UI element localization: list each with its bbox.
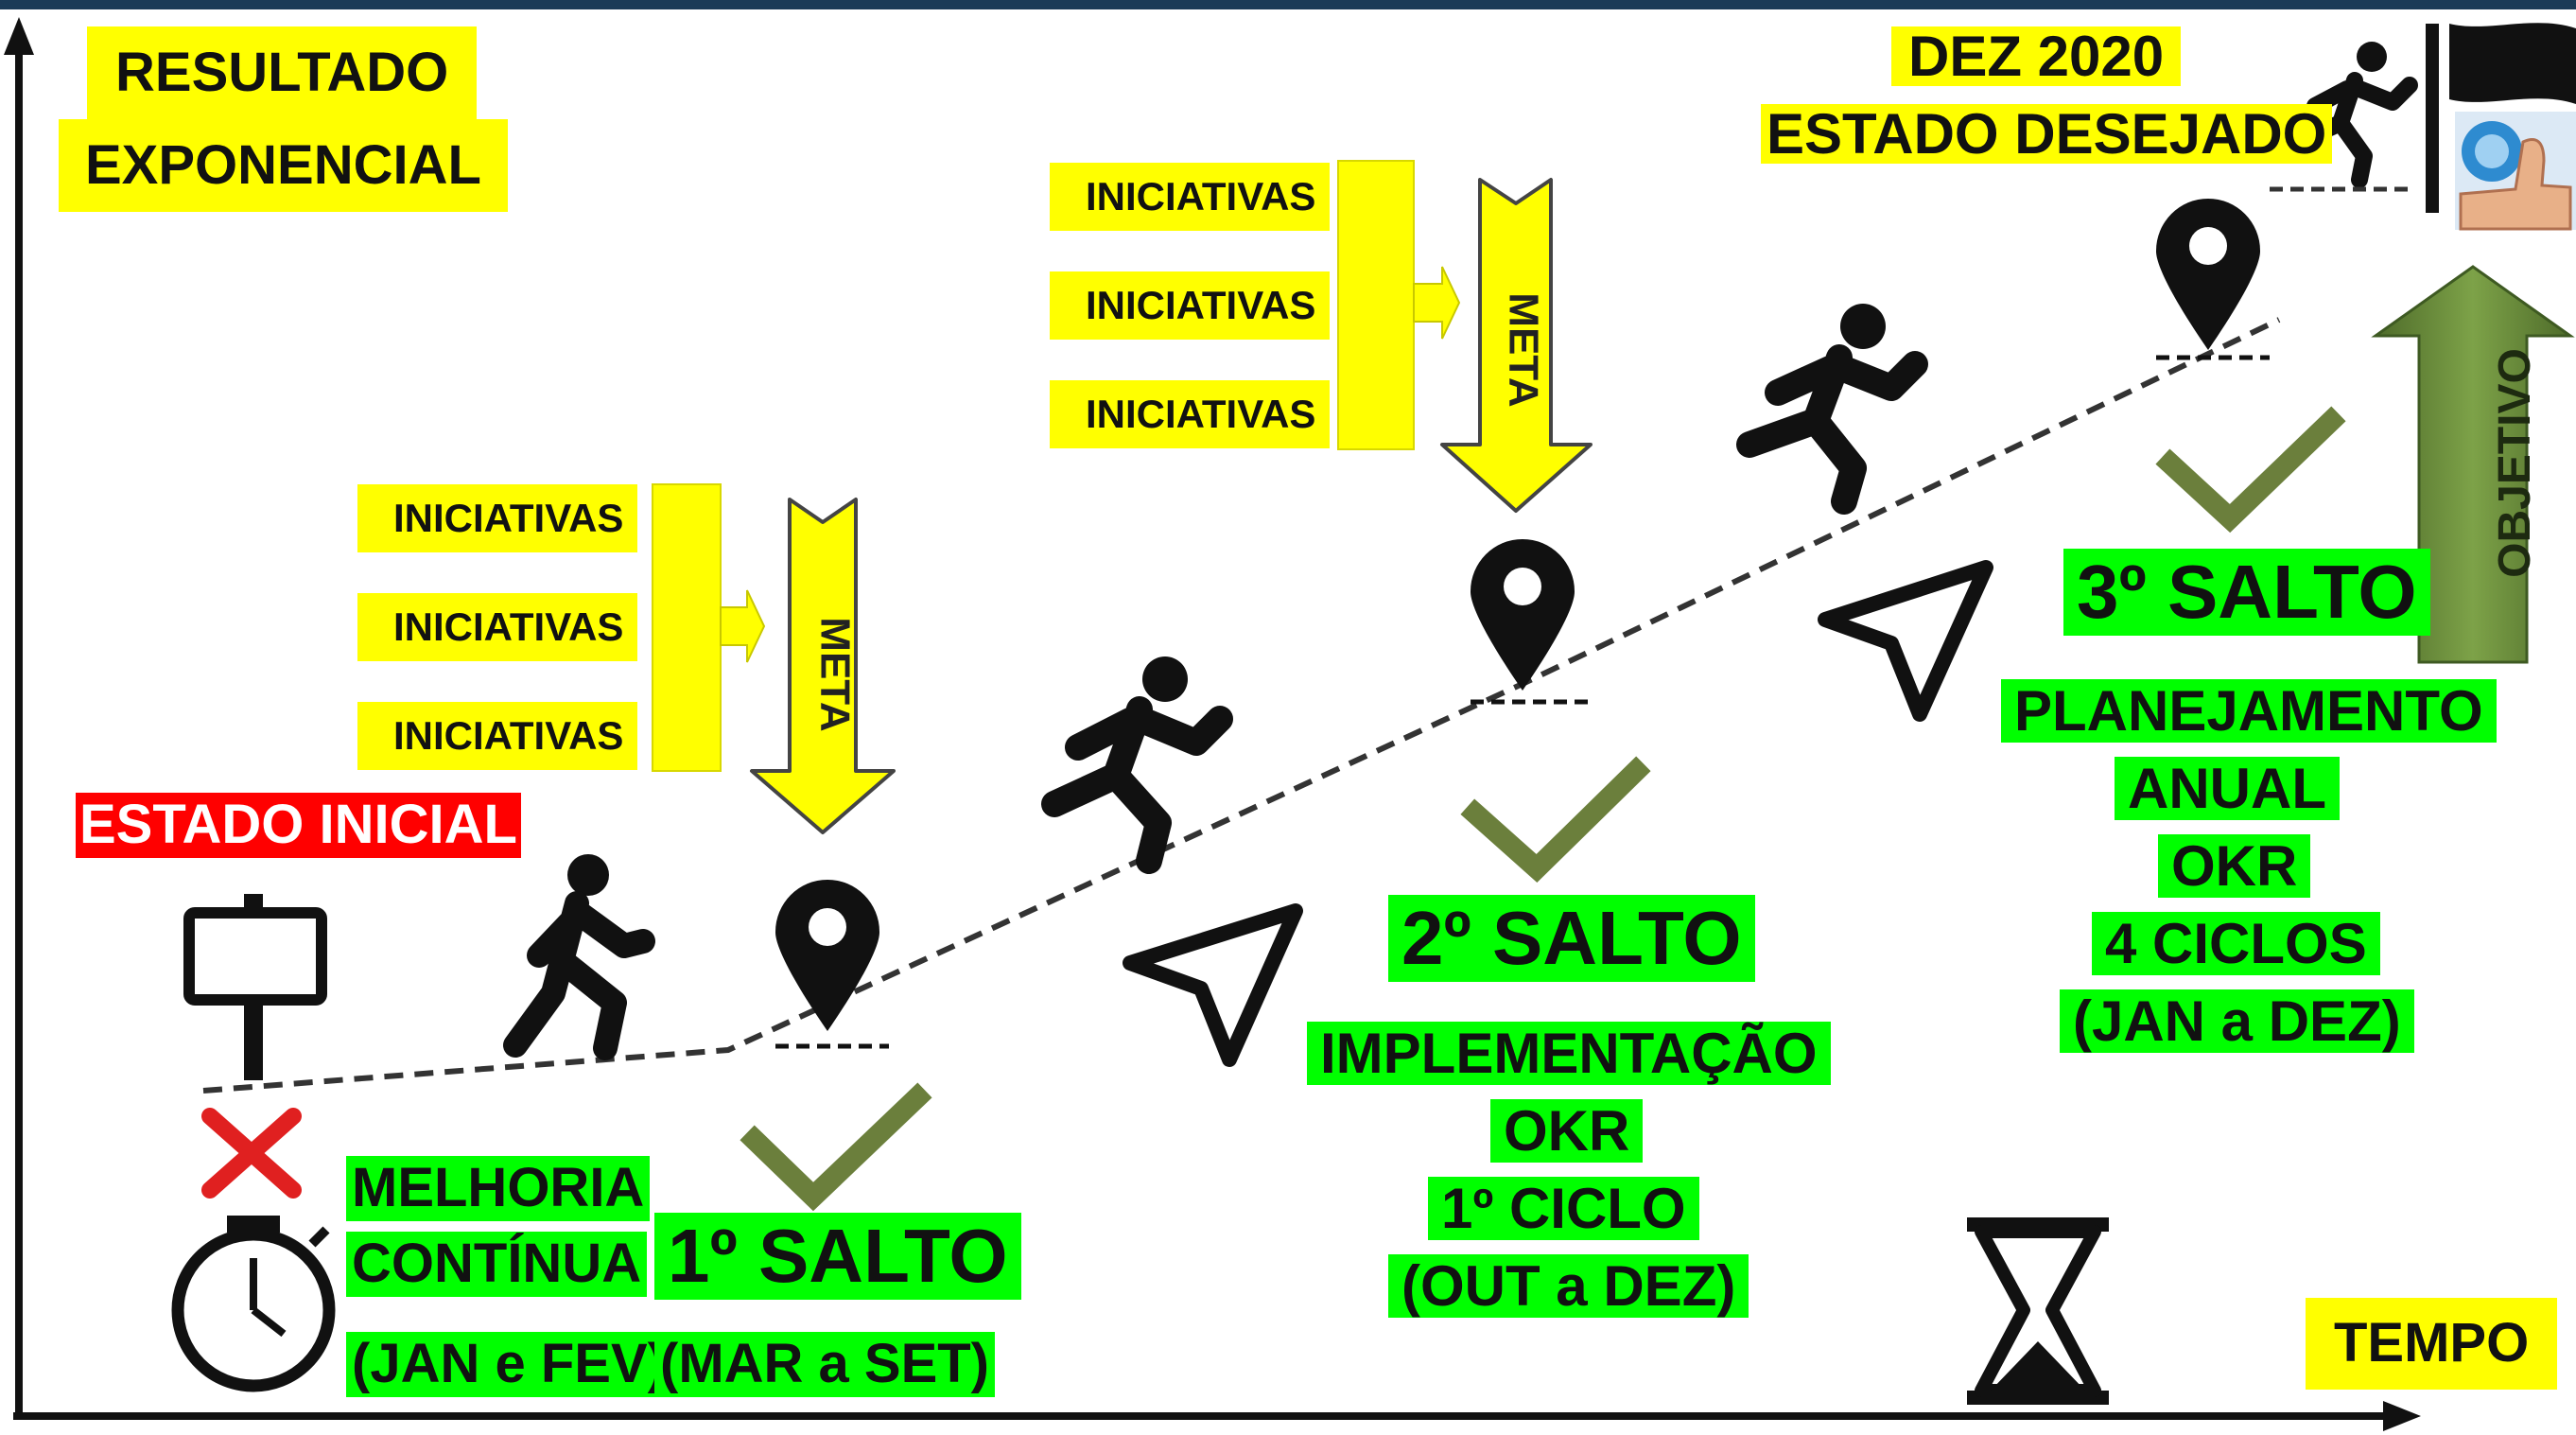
progress-path [202,317,2281,1094]
send-arrow-icon [1818,560,1993,722]
meta-arrow-2 [1440,178,1593,513]
initiative-1-2: INICIATIVAS [357,593,637,661]
phase3-line-2: ANUAL [2115,757,2340,820]
phase3-line-4: 4 CICLOS [2092,912,2380,975]
initiative-1-1: INICIATIVAS [357,484,637,552]
running-person-icon [1736,304,1928,515]
top-border-band [0,0,2576,9]
send-arrow-icon [1123,903,1303,1067]
goal-date-label: DEZ 2020 [1891,26,2182,86]
phase3-line-1: PLANEJAMENTO [2001,679,2497,743]
y-axis-label-line1: RESULTADO [87,26,478,119]
objective-label: OBJETIVO [2489,348,2540,578]
phase0-title-line1: MELHORIA [346,1156,651,1221]
initiative-2-2: INICIATIVAS [1050,271,1330,340]
phase1-period: (MAR a SET) [654,1332,995,1397]
map-pin-icon [2156,199,2270,360]
phase2-line-3: 1º CICLO [1428,1177,1699,1240]
map-pin-icon [775,880,889,1049]
initiatives-bracket-2 [1337,160,1461,450]
running-person-icon [1041,656,1233,874]
checkmark-icon [2155,406,2346,534]
initiative-2-1: INICIATIVAS [1050,163,1330,231]
initial-state-label: ESTADO INICIAL [76,793,521,858]
meta-label-1: META [811,617,859,732]
initiatives-bracket-1 [652,483,766,772]
hourglass-icon [1967,1217,2109,1405]
initiative-2-3: INICIATIVAS [1050,380,1330,448]
x-axis [13,1401,2421,1431]
checkmark-icon [740,1082,932,1212]
goal-state-label: ESTADO DESEJADO [1761,104,2333,164]
meta-label-2: META [1500,292,1547,408]
x-axis-label: TEMPO [2306,1298,2558,1390]
checkmark-icon [1460,756,1651,884]
stopwatch-icon [171,1216,336,1392]
map-pin-icon [1471,539,1589,705]
thumbs-up-icon [2455,112,2576,231]
x-mark-icon [201,1108,302,1199]
phase2-line-4: (OUT a DEZ) [1388,1254,1749,1318]
y-axis [4,17,34,1419]
phase3-line-3: OKR [2158,834,2311,898]
phase0-period: (JAN e FEV) [346,1332,671,1397]
phase2-line-1: IMPLEMENTAÇÃO [1307,1022,1831,1085]
phase0-title-line2: CONTÍNUA [346,1232,648,1297]
phase2-title: 2º SALTO [1388,895,1755,982]
meta-arrow-1 [750,498,896,834]
y-axis-label: RESULTADO EXPONENCIAL [40,17,508,212]
y-axis-label-line2: EXPONENCIAL [59,119,508,212]
running-person-icon [2270,42,2418,192]
signpost-icon [183,894,327,1080]
phase3-title: 3º SALTO [2063,549,2430,636]
flag-icon [2426,23,2576,213]
initiative-1-3: INICIATIVAS [357,702,637,770]
phase3-line-5: (JAN a DEZ) [2060,989,2414,1053]
phase2-line-2: OKR [1490,1099,1644,1163]
phase1-title: 1º SALTO [654,1213,1021,1300]
walking-person-icon [503,854,655,1060]
